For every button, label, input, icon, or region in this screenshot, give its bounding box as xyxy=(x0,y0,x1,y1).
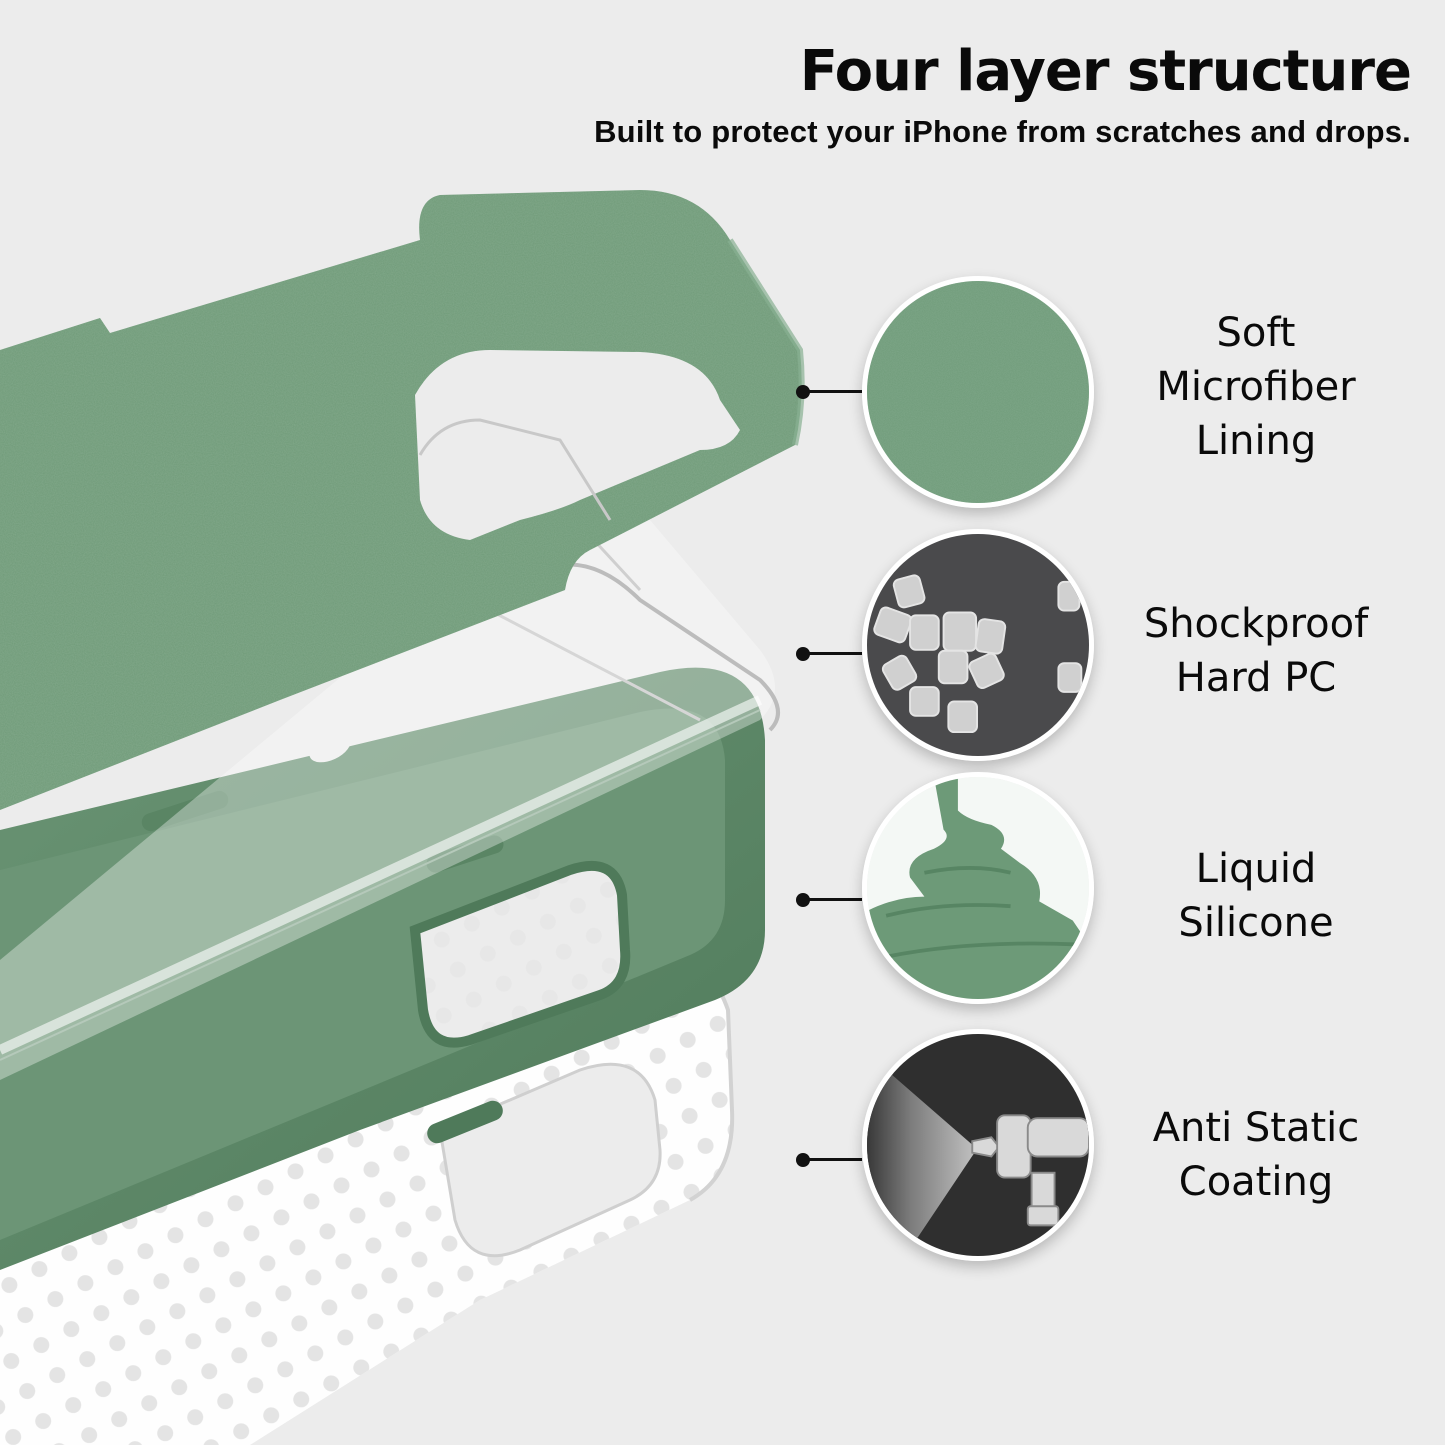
feature-label: Anti Static Coating xyxy=(1152,1105,1360,1205)
microfiber-layer-shape xyxy=(0,190,805,810)
page-title: Four layer structure xyxy=(799,39,1412,104)
connector-line xyxy=(798,652,862,655)
feature-label: Shockproof Hard PC xyxy=(1143,601,1369,701)
feature-anti-static-coating: Anti Static Coating xyxy=(796,1027,1438,1267)
liquid-silicone-swirl-icon xyxy=(862,772,1094,1004)
page-subtitle: Built to protect your iPhone from scratc… xyxy=(594,114,1411,149)
feature-shockproof-hard-pc: Shockproof Hard PC xyxy=(796,527,1438,767)
anti-static-layer-shape xyxy=(0,949,735,1445)
feature-label: Liquid Silicone xyxy=(1178,846,1334,946)
connector-line xyxy=(798,1158,862,1161)
header: Four layer structure Built to protect yo… xyxy=(594,39,1412,150)
feature-label: Soft Microfiber Lining xyxy=(1156,310,1356,464)
connector-line xyxy=(798,390,862,393)
pc-pellets-icon xyxy=(862,529,1094,761)
feature-microfiber-lining: Soft Microfiber Lining xyxy=(796,272,1438,512)
connector-line xyxy=(798,898,862,901)
feature-liquid-silicone: Liquid Silicone xyxy=(796,772,1438,1020)
liquid-silicone-layer-shape xyxy=(0,667,765,1270)
spray-gun-icon xyxy=(862,1029,1094,1261)
microfiber-texture-icon xyxy=(862,276,1094,508)
